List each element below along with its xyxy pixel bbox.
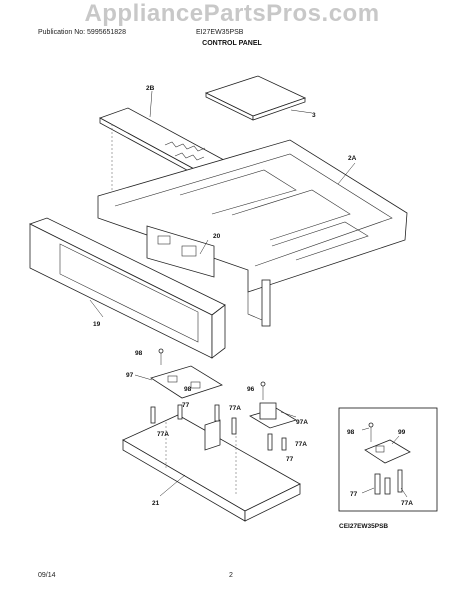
callout-2b: 2B (146, 85, 155, 92)
part-3-cover (204, 75, 313, 121)
callout-77-b: 77 (286, 456, 294, 463)
callout-19: 19 (93, 321, 101, 328)
publication-number: Publication No: 5995651828 (38, 29, 126, 36)
callout-98: 98 (135, 350, 143, 357)
callout-77a-c: 77A (295, 441, 307, 448)
part-97a-relay (249, 402, 297, 429)
part-21-tray (122, 414, 301, 522)
callout-77: 77 (182, 402, 190, 409)
inset-callout-77: 77 (350, 491, 358, 498)
watermark: AppliancePartsPros.com (84, 0, 380, 27)
callout-77a-b: 77A (157, 431, 169, 438)
inset-box (338, 407, 438, 512)
inset-callout-77a: 77A (401, 500, 413, 507)
callout-2a: 2A (348, 155, 357, 162)
standoffs (150, 348, 287, 451)
section-title: CONTROL PANEL (202, 40, 262, 47)
callout-96: 96 (247, 386, 255, 393)
part-19-control-panel (28, 217, 226, 359)
callout-97: 97 (126, 372, 134, 379)
callout-3: 3 (312, 112, 316, 119)
footer-page-number: 2 (229, 572, 233, 579)
part-97-board (134, 365, 223, 399)
footer-date: 09/14 (38, 572, 56, 579)
part-2a-frame (97, 139, 408, 327)
callout-98-b: 98 (184, 386, 192, 393)
inset-callout-98: 98 (347, 429, 355, 436)
inset-caption: CEI27EW35PSB (339, 523, 388, 530)
model-number: EI27EW35PSB (196, 29, 244, 36)
callout-21: 21 (152, 500, 160, 507)
callout-20: 20 (213, 233, 221, 240)
part-20-board (146, 225, 215, 278)
callout-77a-a: 77A (229, 405, 241, 412)
callout-97a: 97A (296, 419, 308, 426)
inset-callout-99: 99 (398, 429, 406, 436)
